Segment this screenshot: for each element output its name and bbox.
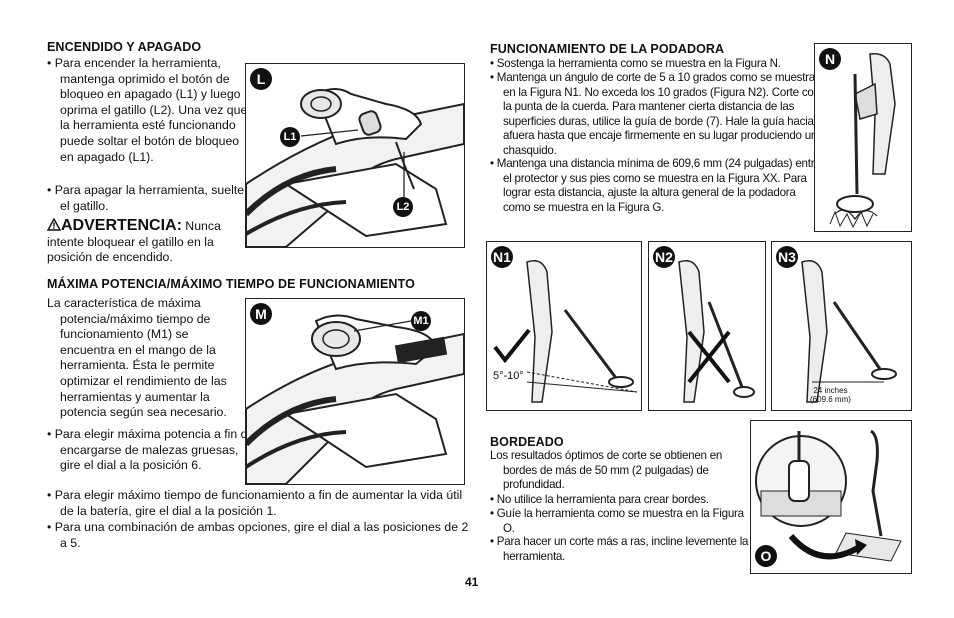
- callout-m1: M1: [411, 311, 431, 331]
- warning-icon: [46, 217, 62, 231]
- figure-n2: N2: [648, 241, 766, 411]
- figure-o: O: [750, 420, 912, 574]
- trimmer-wrong-angle-illustration-n2: [678, 260, 755, 403]
- handle-illustration-l: [246, 88, 464, 247]
- bullet-combinacion: • Para una combinación de ambas opciones…: [47, 520, 469, 550]
- figure-n2-badge: N2: [653, 246, 675, 268]
- page-number: 41: [465, 575, 479, 589]
- figure-n3-badge: N3: [776, 246, 798, 268]
- bullet-max-potencia: • Para elegir máxima potencia a fin de e…: [47, 427, 255, 473]
- para-bordeado: Los resultados óptimos de corte se obtie…: [490, 449, 723, 492]
- trimmer-distance-illustration-n3: [801, 260, 897, 403]
- figure-l: L L1 L2: [245, 63, 465, 248]
- figure-n1-badge: N1: [491, 246, 513, 268]
- section-title-encendido: ENCENDIDO Y APAGADO: [47, 40, 202, 54]
- distance-label-inches: 24 inches: [813, 386, 848, 395]
- figure-n1: N1 5°-10°: [486, 241, 642, 411]
- para-maxima: La característica de máxima potencia/máx…: [47, 296, 237, 421]
- bullet-encender: • Para encender la herramienta, mantenga…: [47, 56, 248, 164]
- figure-o-badge: O: [755, 545, 777, 567]
- figure-m-badge: M: [250, 303, 272, 325]
- trimmer-user-illustration-n: [829, 52, 896, 229]
- trimmer-angle-illustration-n1: [493, 260, 638, 403]
- figure-l-badge: L: [250, 68, 272, 90]
- section-title-maxima: MÁXIMA POTENCIA/MÁXIMO TIEMPO DE FUNCION…: [47, 277, 415, 291]
- callout-l1: L1: [280, 127, 300, 147]
- warning-text: Nunca intente bloquear el gatillo en la …: [47, 219, 221, 265]
- handle-illustration-m: [246, 314, 464, 484]
- bullet-guie: • Guíe la herramienta como se muestra en…: [490, 507, 744, 535]
- distance-label-mm: (609.6 mm): [810, 395, 851, 404]
- warning-block: ADVERTENCIA: Nunca intente bloquear el g…: [46, 217, 242, 266]
- figure-n: N: [814, 43, 912, 232]
- edging-illustration-o: [755, 429, 902, 562]
- bullet-apagar: • Para apagar la herramienta, suelte el …: [47, 183, 245, 213]
- bullet-ras: • Para hacer un corte más a ras, incline…: [490, 535, 749, 563]
- bullet-angulo: • Mantenga un ángulo de corte de 5 a 10 …: [490, 71, 820, 157]
- warning-title: ADVERTENCIA:: [61, 217, 182, 234]
- distance-label: 24 inches (609.6 mm): [810, 386, 851, 404]
- figure-n-badge: N: [819, 48, 841, 70]
- bullet-distancia: • Mantenga una distancia mínima de 609,6…: [490, 157, 821, 214]
- angle-label: 5°-10°: [493, 370, 524, 382]
- section-title-bordeado: BORDEADO: [490, 435, 564, 449]
- bullet-max-tiempo: • Para elegir máximo tiempo de funcionam…: [47, 488, 463, 518]
- bullet-sostenga: • Sostenga la herramienta como se muestr…: [490, 57, 781, 70]
- callout-l2: L2: [393, 197, 413, 217]
- para-maxima-text: La característica de máxima potencia/máx…: [47, 296, 227, 420]
- bullet-no-bordes: • No utilice la herramienta para crear b…: [490, 493, 709, 506]
- figure-m: M M1: [245, 298, 465, 485]
- section-title-podadora: FUNCIONAMIENTO DE LA PODADORA: [490, 42, 725, 56]
- figure-n3: N3 24 inches (609.6 mm): [771, 241, 912, 411]
